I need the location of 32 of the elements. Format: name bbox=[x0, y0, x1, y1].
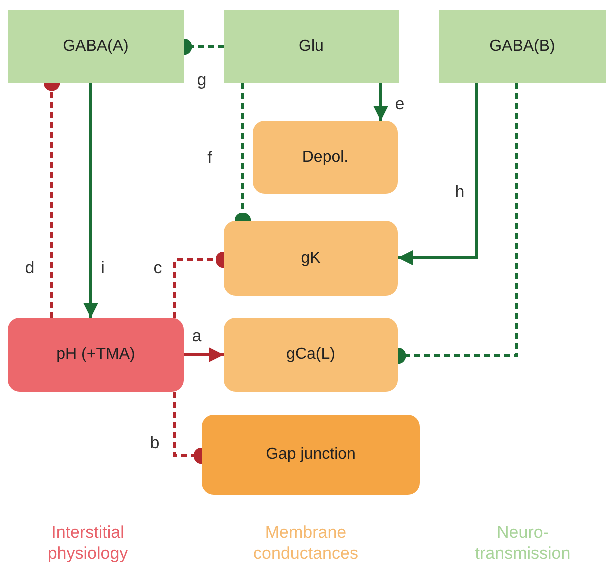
connector bbox=[374, 83, 388, 121]
edge-label: d bbox=[25, 260, 35, 276]
category-label: Interstitial physiology bbox=[46, 522, 130, 564]
node-label: GABA(A) bbox=[63, 38, 129, 56]
category-label: Membrane conductances bbox=[252, 522, 360, 564]
edge-label: a bbox=[192, 328, 202, 344]
category-box bbox=[439, 10, 606, 83]
rounded-box bbox=[224, 221, 398, 296]
node-label: Depol. bbox=[302, 148, 349, 166]
edge-label: b bbox=[150, 434, 160, 452]
edge-label: c bbox=[154, 260, 162, 276]
category-label: Neuro-transmission bbox=[474, 522, 572, 564]
rounded-box bbox=[8, 318, 184, 392]
node-label: pH (+TMA) bbox=[56, 346, 136, 364]
node-label: GABA(B) bbox=[490, 38, 556, 56]
rounded-box bbox=[202, 415, 420, 495]
rounded-box bbox=[253, 121, 398, 194]
node-label: Glu bbox=[299, 38, 324, 56]
rounded-box bbox=[224, 318, 398, 392]
connector bbox=[184, 348, 224, 362]
connector bbox=[398, 83, 478, 266]
node-label: Gap junction bbox=[266, 446, 356, 464]
connector bbox=[84, 83, 98, 318]
edge-label: g bbox=[197, 72, 207, 88]
edge-label: h bbox=[455, 184, 465, 200]
edge-label: f bbox=[208, 150, 212, 166]
category-box bbox=[8, 10, 184, 83]
edge-label: i bbox=[101, 260, 105, 276]
node-label: gK bbox=[301, 250, 321, 268]
category-box bbox=[224, 10, 399, 83]
edge-label: e bbox=[395, 96, 405, 112]
node-label: gCa(L) bbox=[286, 346, 336, 364]
